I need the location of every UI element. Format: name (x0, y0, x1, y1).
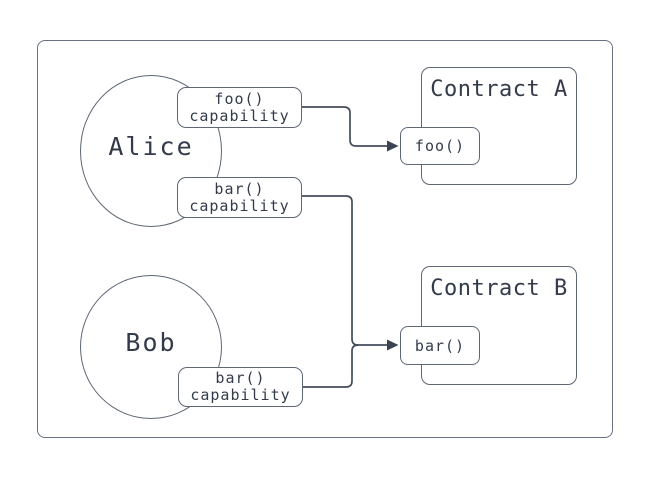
function-box-foo: foo() (400, 127, 480, 165)
capability-badge-bob-bar-label: capability (190, 386, 291, 404)
capability-badge-bob-bar: bar() capability (178, 367, 303, 407)
capability-badge-alice-foo-label: capability (189, 106, 290, 125)
capability-badge-alice-foo-function: foo() (214, 89, 265, 108)
actor-label-alice: Alice (108, 132, 194, 161)
function-box-bar: bar() (400, 326, 480, 365)
capability-badge-alice-foo: foo() capability (177, 87, 302, 128)
capability-badge-bob-bar-function: bar() (215, 369, 266, 387)
capability-badge-alice-bar-label: capability (189, 196, 290, 215)
function-box-bar-label: bar() (414, 336, 466, 355)
capability-badge-alice-bar: bar() capability (177, 177, 302, 218)
capability-badge-alice-bar-function: bar() (214, 179, 265, 198)
contract-b-box: Contract B (421, 266, 577, 385)
function-box-foo-label: foo() (414, 137, 466, 155)
actor-label-bob: Bob (125, 328, 177, 357)
contract-a-title: Contract A (430, 77, 568, 102)
contract-a-box: Contract A (421, 67, 577, 185)
contract-b-title: Contract B (430, 276, 568, 301)
